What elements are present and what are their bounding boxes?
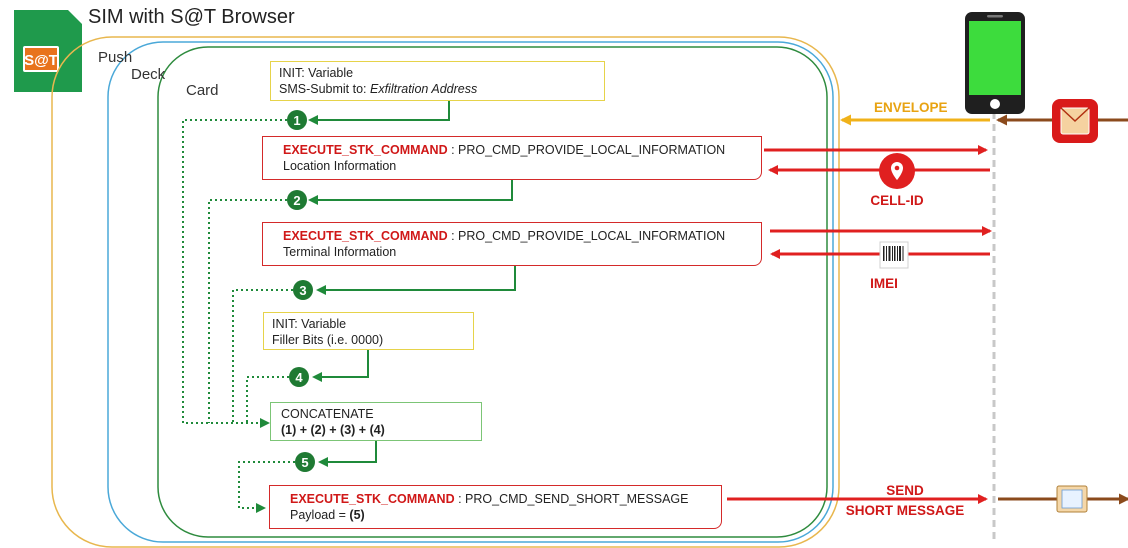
cmd-send-sms-box: EXECUTE_STK_COMMAND : PRO_CMD_SEND_SHORT…	[269, 485, 722, 529]
concatenate-title: CONCATENATE	[281, 407, 374, 421]
push-label: Push	[98, 49, 133, 66]
phone-icon	[965, 12, 1025, 114]
init-box-exfil-value: Exfiltration Address	[370, 82, 478, 96]
step-marker-3	[293, 280, 313, 300]
init-box-exfil-label: SMS-Submit to:	[279, 82, 370, 96]
init-box-filler-line1: INIT: Variable	[272, 317, 347, 331]
location-pin-icon	[879, 153, 915, 189]
cmd-send-sms-sep: :	[454, 492, 466, 506]
step-markers	[287, 110, 315, 472]
cmd-location-sep: :	[447, 143, 459, 157]
step-label-1: 1	[293, 113, 300, 128]
deck-label: Deck	[131, 66, 166, 83]
step-label-3: 3	[299, 283, 306, 298]
step-marker-4	[289, 367, 309, 387]
step-label-4: 4	[295, 370, 303, 385]
step-marker-1	[287, 110, 307, 130]
step-label-5: 5	[301, 455, 308, 470]
feed-lines	[182, 119, 295, 513]
cmd-send-sms-payload-label: Payload =	[290, 508, 350, 522]
concatenate-formula: (1) + (2) + (3) + (4)	[281, 423, 385, 437]
page-title: SIM with S@T Browser	[88, 6, 295, 28]
feed-line-1	[182, 119, 287, 428]
cmd-terminal-box: EXECUTE_STK_COMMAND : PRO_CMD_PROVIDE_LO…	[262, 222, 762, 266]
send-label-line1: SEND	[886, 483, 924, 498]
card-label: Card	[186, 82, 219, 99]
init-box-filler-line2: Filler Bits (i.e. 0000)	[272, 333, 384, 347]
imei-label: IMEI	[870, 276, 898, 291]
cmd-send-sms-name: PRO_CMD_SEND_SHORT_MESSAGE	[465, 492, 689, 506]
card-container	[157, 46, 828, 538]
init-box-exfil: INIT: Variable SMS-Submit to: Exfiltrati…	[270, 61, 605, 101]
step-marker-5	[295, 452, 315, 472]
cmd-location-detail: Location Information	[283, 159, 397, 173]
cmd-send-sms-payload-value: (5)	[349, 508, 365, 522]
cmd-send-sms-keyword: EXECUTE_STK_COMMAND	[290, 492, 455, 506]
cmd-location-box: EXECUTE_STK_COMMAND : PRO_CMD_PROVIDE_LO…	[262, 136, 762, 180]
send-label-line2: SHORT MESSAGE	[845, 503, 965, 518]
init-box-filler: INIT: Variable Filler Bits (i.e. 0000)	[263, 312, 474, 350]
cmd-terminal-keyword: EXECUTE_STK_COMMAND	[283, 229, 448, 243]
step-label-2: 2	[293, 193, 300, 208]
cmd-terminal-detail: Terminal Information	[283, 245, 397, 259]
binary-sms-incoming-icon	[1052, 99, 1098, 143]
binary-sms-outgoing-icon	[1056, 485, 1088, 513]
init-box-exfil-line1: INIT: Variable	[279, 66, 354, 80]
envelope-label: ENVELOPE	[874, 100, 948, 115]
concatenate-box: CONCATENATE (1) + (2) + (3) + (4)	[270, 402, 482, 441]
cmd-location-name: PRO_CMD_PROVIDE_LOCAL_INFORMATION	[458, 143, 726, 157]
sim-logo-icon	[14, 10, 82, 92]
step-arrows	[308, 101, 516, 467]
cell-id-label: CELL-ID	[870, 193, 924, 208]
logo-text: S@T	[24, 52, 58, 69]
deck-container	[107, 41, 834, 543]
barcode-icon	[879, 241, 909, 269]
step-marker-2	[287, 190, 307, 210]
cmd-terminal-name: PRO_CMD_PROVIDE_LOCAL_INFORMATION	[458, 229, 726, 243]
cmd-terminal-sep: :	[447, 229, 459, 243]
cmd-location-keyword: EXECUTE_STK_COMMAND	[283, 143, 448, 157]
push-container	[51, 36, 840, 548]
